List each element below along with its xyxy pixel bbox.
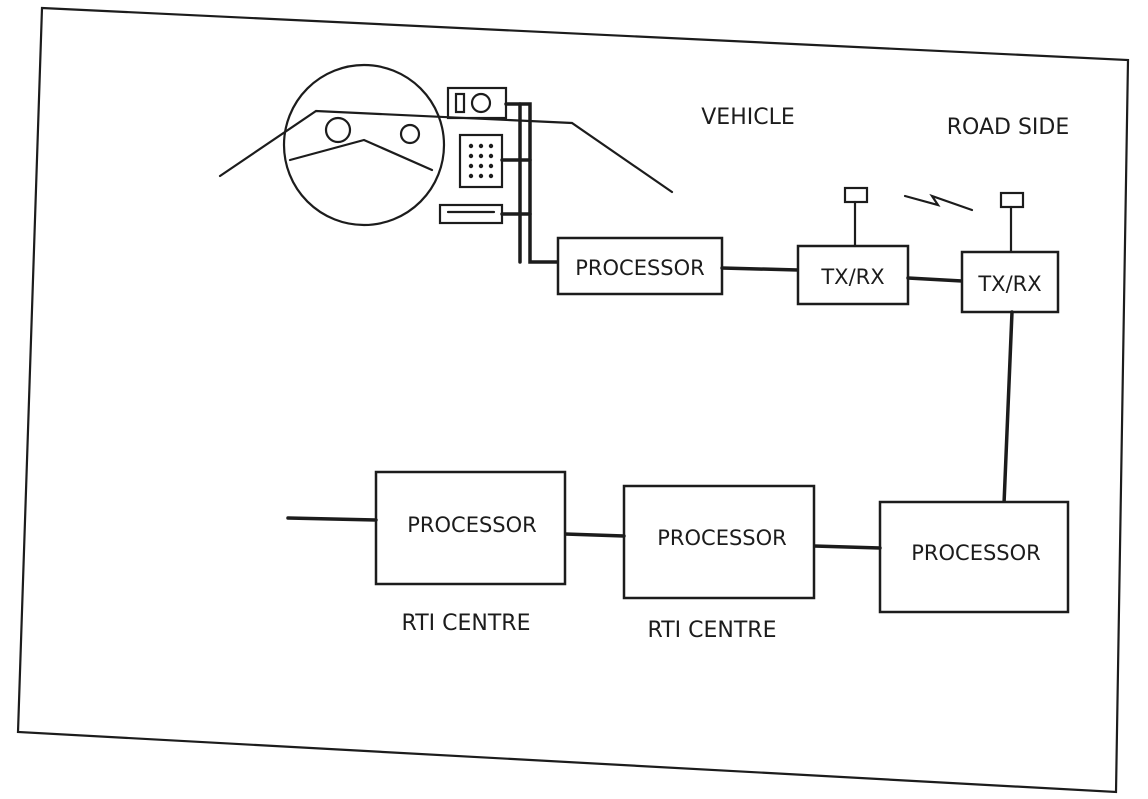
txrx-link-wire bbox=[906, 276, 964, 283]
vehicle-processor-label: PROCESSOR bbox=[575, 256, 705, 280]
processor-to-txrx-wire bbox=[720, 266, 800, 272]
display-icon bbox=[446, 86, 508, 120]
roadside-txrx-box bbox=[960, 250, 1060, 314]
centre-processor-left-box bbox=[374, 470, 567, 586]
radio-link-icon bbox=[903, 193, 974, 212]
centre-processor-middle-label: PROCESSOR bbox=[657, 526, 787, 550]
rti-centre-label-middle: RTI CENTRE bbox=[648, 618, 777, 643]
keypad-icon bbox=[458, 133, 504, 189]
centre-link-wire bbox=[563, 532, 626, 538]
rti-centre-label-left: RTI CENTRE bbox=[402, 611, 531, 636]
centre-processor-left-label: PROCESSOR bbox=[407, 513, 537, 537]
roadside-txrx-label: TX/RX bbox=[977, 272, 1041, 296]
roadside-vertical-wire bbox=[1002, 310, 1014, 506]
vehicle-antenna-icon bbox=[843, 186, 869, 248]
vehicle-txrx-label: TX/RX bbox=[820, 265, 884, 289]
vehicle-processor-box bbox=[556, 236, 724, 296]
steering-wheel-icon bbox=[218, 63, 674, 227]
roadside-antenna-icon bbox=[999, 191, 1025, 254]
external-network-wire bbox=[286, 516, 378, 522]
centre-processor-middle-box bbox=[622, 484, 816, 600]
roadside-processor-box bbox=[878, 500, 1070, 614]
vehicle-txrx-box bbox=[796, 244, 910, 306]
roadside-processor-label: PROCESSOR bbox=[911, 541, 1041, 565]
centre-to-roadside-wire bbox=[812, 544, 882, 550]
road-side-label: ROAD SIDE bbox=[947, 115, 1070, 140]
vehicle-bus-wire bbox=[504, 102, 560, 264]
card-reader-icon bbox=[438, 203, 504, 225]
vehicle-label: VEHICLE bbox=[701, 105, 795, 130]
diagram-frame bbox=[16, 6, 1130, 794]
